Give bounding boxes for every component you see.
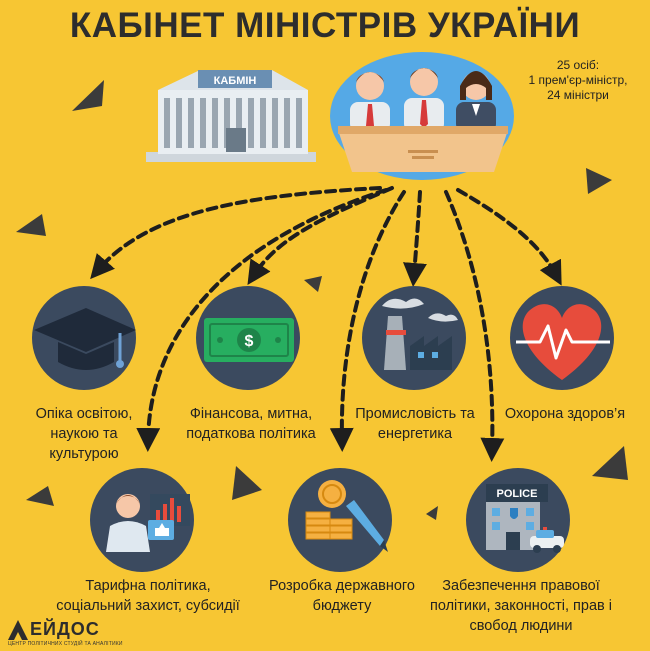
triangle-decor (426, 506, 438, 520)
arrow-to-health (456, 188, 562, 286)
police-station-icon (466, 468, 570, 572)
svg-text:$: $ (245, 333, 254, 350)
arrow-to-industry (402, 190, 427, 287)
cabmin-building-icon (146, 70, 316, 162)
triangle-decor (16, 214, 46, 236)
function-label-budget: Розробка державного бюджету (269, 578, 415, 614)
function-label-finance: Фінансова, митна, податкова політика (186, 406, 316, 442)
triangle-decor (232, 466, 262, 500)
triangle-decor (592, 446, 628, 480)
eidos-logo: ЕЙДОС ЦЕНТР ПОЛІТИЧНИХ СТУДІЙ ТА АНАЛІТИ… (8, 619, 122, 649)
arrow-to-social (136, 188, 388, 452)
heart-pulse-icon (510, 286, 614, 390)
building-sign: КАБМІН (214, 75, 257, 87)
arrow-to-education (90, 186, 382, 280)
factory-icon (362, 286, 466, 390)
arrow-to-budget (329, 190, 406, 452)
function-label-health: Охорона здоров’я (504, 406, 626, 422)
triangle-decor (72, 80, 104, 111)
logo-subtitle: ЦЕНТР ПОЛІТИЧНИХ СТУДІЙ ТА АНАЛІТИКИ (8, 641, 123, 647)
page-title: КАБІНЕТ МІНІСТРІВ УКРАЇНИ (69, 6, 581, 45)
arrow-to-law (444, 190, 505, 462)
decorative-triangles (16, 80, 628, 520)
logo-word: ЕЙДОС (30, 619, 100, 639)
arrow-to-finance (247, 186, 394, 286)
cabinet-composition: 25 осіб: 1 прем'єр-міністр, 24 міністри (518, 58, 638, 103)
composition-line-2: 1 прем'єр-міністр, (528, 73, 628, 87)
function-label-law: Забезпечення правової політики, законнос… (430, 578, 612, 634)
eidos-logo-mark (8, 620, 28, 640)
police-sign: POLICE (497, 488, 538, 500)
graduation-cap-icon (32, 286, 136, 390)
triangle-decor (586, 168, 612, 194)
function-label-education: Опіка освітою, наукою та культурою (35, 406, 133, 462)
composition-line-3: 24 міністри (547, 88, 609, 102)
composition-line-1: 25 осіб: (556, 58, 600, 72)
function-label-social: Тарифна політика, соціальний захист, суб… (56, 578, 240, 614)
money-bill-icon: $ (196, 286, 300, 390)
function-label-industry: Промисловість та енергетика (355, 406, 475, 442)
social-worker-icon (90, 468, 194, 572)
triangle-decor (26, 486, 54, 506)
connector-arrows (90, 186, 562, 462)
triangle-decor (304, 276, 322, 292)
coins-pen-icon (288, 468, 392, 572)
ministers-icon (330, 52, 514, 180)
